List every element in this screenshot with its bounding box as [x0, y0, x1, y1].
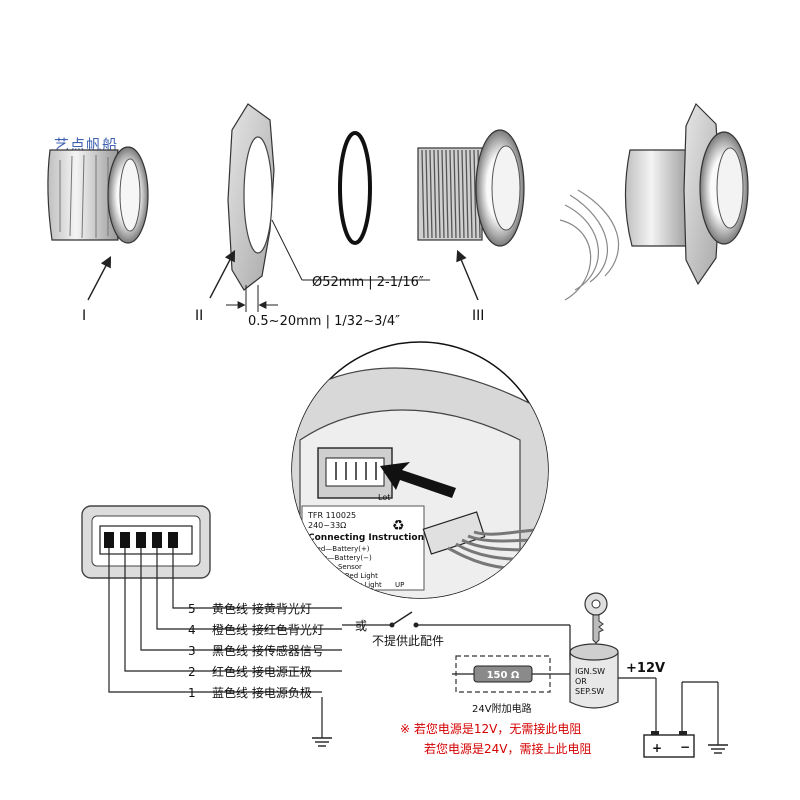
label-line-3: Black—Sensor: [312, 563, 362, 571]
ignition-label-2: OR: [575, 677, 587, 686]
wire-5-number: 5: [188, 602, 196, 616]
note-12v: ※ 若您电源是12V，无需接此电阻: [400, 721, 581, 736]
wire-1-desc: 蓝色线 接电源负极: [212, 685, 312, 700]
part-iii-arrow: [456, 249, 479, 301]
label-range: 240~33Ω: [308, 521, 346, 530]
hole-dimension-leader: [271, 219, 303, 281]
part-ii-arrow: [209, 250, 236, 299]
hole-dimension-text: Ø52mm | 2-1/16″: [312, 275, 424, 290]
svg-text:−: −: [680, 740, 690, 754]
wire-1-number: 1: [188, 686, 196, 700]
wire-2-number: 2: [188, 665, 196, 679]
circuit-lines: [321, 624, 719, 745]
part-iii-label: III: [472, 308, 484, 324]
wire-2-desc: 红色线 接电源正极: [212, 664, 312, 679]
part-i-nut: [47, 146, 149, 244]
wire-3-desc: 黑色线 接传感器信号: [212, 643, 324, 658]
part-iii-threaded-body: [417, 129, 525, 247]
recycle-icon: ♻: [392, 518, 405, 534]
label-line-6: UP: [395, 581, 404, 589]
assembled-gauge: [559, 102, 749, 301]
ground-symbol-right: [708, 744, 728, 754]
supply-voltage: +12V: [626, 661, 665, 676]
panel-dimension-text: 0.5~20mm | 1/32~3/4″: [248, 314, 400, 329]
resistor-value: 150 Ω: [487, 670, 520, 681]
wire-labels: 5 黄色线 接黄背光灯 4 橙色线 接红色背光灯 3 黑色线 接传感器信号 2 …: [188, 601, 324, 700]
part-ii-label: II: [195, 308, 203, 324]
o-ring: [338, 131, 372, 245]
svg-text:+: +: [652, 741, 662, 755]
or-text: 或: [355, 619, 367, 633]
insert-arrow-icon: [380, 462, 456, 498]
label-line-2: Blue—Battery(−): [312, 554, 372, 562]
label-lot-tag: Lot: [378, 493, 390, 502]
wire-4-number: 4: [188, 623, 196, 637]
battery-icon: + −: [643, 731, 695, 758]
label-line-1: Red—Battery(+): [312, 545, 370, 553]
note-24v: 若您电源是24V，需接上此电阻: [424, 741, 591, 756]
ground-symbol-left: [312, 737, 332, 747]
label-title: Connecting Instruction: [308, 533, 424, 543]
part-i-label: I: [82, 308, 86, 324]
wire-5-desc: 黄色线 接黄背光灯: [212, 601, 312, 616]
ignition-label-3: SEP.SW: [575, 687, 604, 696]
optional-switch: [389, 611, 419, 628]
label-line-5: Yellow—Yellow Light: [311, 581, 382, 589]
wiring-connector-plug: [81, 505, 211, 579]
wire-lines: [108, 548, 342, 693]
wire-4-desc: 橙色线 接红色背光灯: [212, 622, 324, 637]
connector-closeup: TFR 110025 240~33Ω Connecting Instructio…: [292, 367, 548, 598]
part-i-arrow: [87, 256, 112, 301]
wire-3-number: 3: [188, 644, 196, 658]
ignition-label-1: IGN.SW: [575, 667, 605, 676]
part-ii-flange: [227, 103, 275, 291]
ignition-switch: IGN.SW OR SEP.SW: [569, 592, 619, 709]
resistor-caption: 24V附加电路: [472, 702, 532, 715]
not-supplied-text: 不提供此配件: [372, 633, 444, 648]
label-part-number: TFR 110025: [307, 511, 356, 520]
label-line-4: Orange—Red Light: [312, 572, 378, 580]
